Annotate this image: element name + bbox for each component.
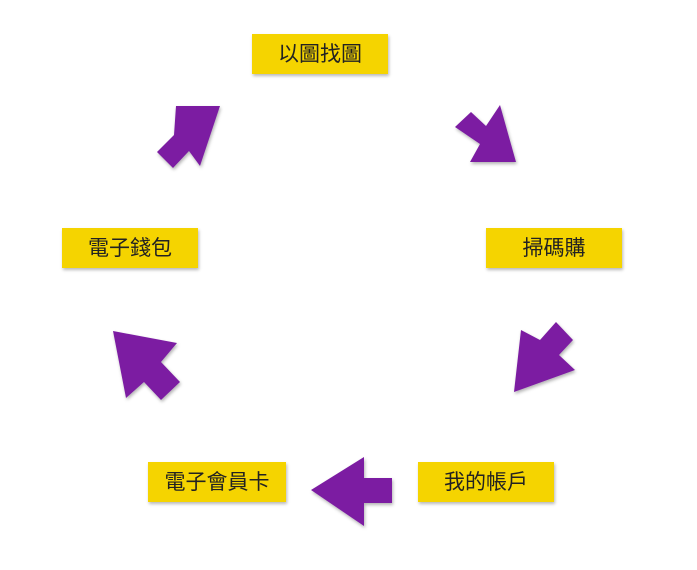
- arrow-member-to-wallet: [113, 331, 180, 400]
- node-my-account: 我的帳戶: [418, 462, 554, 502]
- node-image-search: 以圖找圖: [252, 34, 388, 74]
- arrow-search-to-scan: [455, 105, 516, 162]
- node-scan-to-buy: 掃碼購: [486, 228, 622, 268]
- arrow-account-to-member: [311, 457, 392, 526]
- arrow-wallet-to-search: [157, 106, 220, 168]
- node-e-wallet: 電子錢包: [62, 228, 198, 268]
- arrow-scan-to-account: [514, 322, 575, 392]
- node-member-card: 電子會員卡: [148, 462, 286, 502]
